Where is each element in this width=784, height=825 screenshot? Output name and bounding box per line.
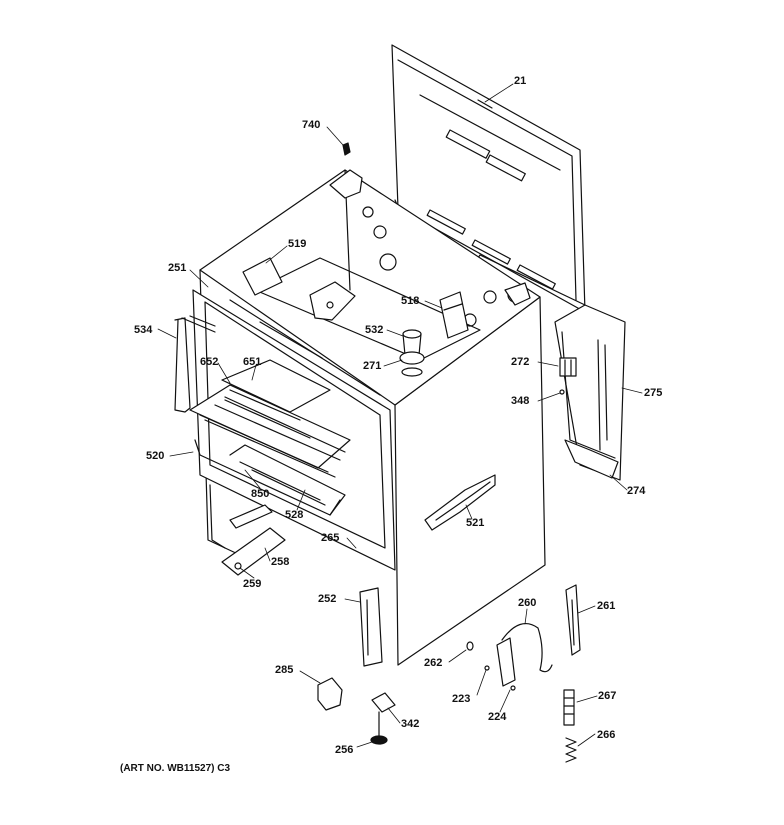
part-285 [317, 677, 343, 711]
callout-21: 21 [514, 75, 527, 87]
art-number-label: (ART NO. WB11527) C3 [120, 763, 231, 774]
part-342 [371, 692, 396, 713]
screw-740 [342, 142, 351, 156]
callout-342: 342 [401, 718, 420, 730]
callout-265: 265 [321, 532, 340, 544]
callout-266: 266 [597, 729, 616, 741]
bracket-518 [439, 291, 469, 339]
callout-285: 285 [275, 664, 294, 676]
callout-518: 518 [401, 295, 420, 307]
callout-267: 267 [598, 690, 617, 702]
callout-252: 252 [318, 593, 337, 605]
leader-lines [157, 83, 643, 748]
drawer-support [209, 484, 286, 576]
callout-261: 261 [597, 600, 616, 612]
callout-224: 224 [488, 711, 507, 723]
terminal-block [559, 357, 577, 395]
callout-740: 740 [302, 119, 321, 131]
cabinet-body [199, 169, 546, 666]
callout-223: 223 [452, 693, 471, 705]
callout-652: 652 [200, 356, 219, 368]
callout-271: 271 [363, 360, 382, 372]
callout-651: 651 [243, 356, 262, 368]
leg-252 [359, 587, 383, 667]
callout-259: 259 [243, 578, 262, 590]
hinge-261 [565, 584, 581, 656]
callout-251: 251 [168, 262, 187, 274]
callout-528: 528 [285, 509, 304, 521]
callout-262: 262 [424, 657, 443, 669]
callout-850: 850 [251, 488, 270, 500]
callout-258: 258 [271, 556, 290, 568]
callout-274: 274 [627, 485, 646, 497]
oven-racks [189, 359, 351, 516]
callout-532: 532 [365, 324, 384, 336]
inner-bracket [309, 281, 356, 321]
callout-534: 534 [134, 324, 153, 336]
bracket-519 [242, 257, 283, 296]
part-223 [484, 665, 490, 671]
spring-267 [563, 689, 575, 726]
callout-272: 272 [511, 356, 530, 368]
callout-519: 519 [288, 238, 307, 250]
callout-256: 256 [335, 744, 354, 756]
callout-275: 275 [644, 387, 663, 399]
callout-348: 348 [511, 395, 530, 407]
part-224 [510, 685, 516, 691]
spring-266 [565, 737, 577, 763]
callout-520: 520 [146, 450, 165, 462]
callout-521: 521 [466, 517, 485, 529]
thermostat [399, 329, 425, 377]
foot-256 [370, 711, 388, 745]
element-534 [174, 315, 216, 413]
callout-260: 260 [518, 597, 537, 609]
hinge-260 [496, 622, 553, 687]
side-cutout [424, 474, 496, 531]
side-panel-275 [554, 304, 626, 481]
part-262 [466, 641, 474, 651]
